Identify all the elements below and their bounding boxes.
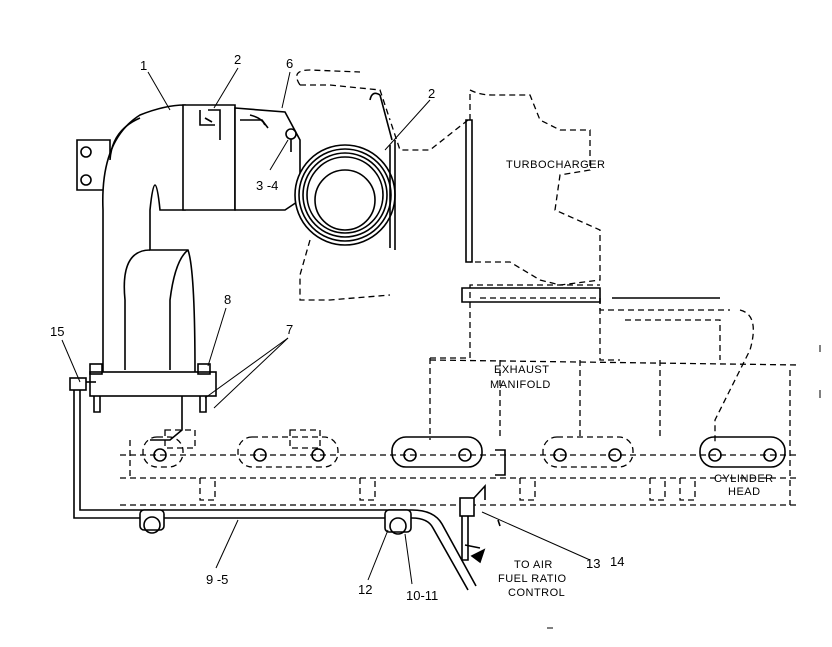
label-to-air: TO AIR	[514, 559, 553, 571]
callout-15: 15	[50, 324, 64, 339]
callout-2-clamp: 2	[428, 86, 435, 101]
tube-assembly	[69, 377, 506, 591]
callout-2-adapter: 2	[234, 52, 241, 67]
elbow-pipe	[76, 104, 196, 373]
drawing-marks	[547, 345, 821, 629]
callout-3-4: 3 -4	[256, 178, 278, 193]
leader-lines	[61, 67, 591, 585]
exhaust-port-flanges	[142, 429, 786, 468]
callout-8: 8	[224, 292, 231, 307]
callout-1: 1	[140, 58, 147, 73]
exhaust-manifold	[429, 284, 801, 445]
label-fuel-ratio: FUEL RATIO	[498, 573, 567, 585]
manifold-flange	[89, 363, 217, 441]
label-cylinder: CYLINDER	[714, 473, 774, 485]
callout-6: 6	[286, 56, 293, 71]
label-exhaust: EXHAUST	[494, 364, 549, 376]
label-head: HEAD	[728, 486, 761, 498]
callout-7: 7	[286, 322, 293, 337]
label-control: CONTROL	[508, 587, 565, 599]
callout-10-11: 10-11	[406, 588, 438, 603]
adapter-and-clamp	[182, 104, 301, 211]
turbine-inlet	[285, 92, 396, 250]
label-turbocharger: TURBOCHARGER	[506, 159, 606, 171]
callout-12: 12	[358, 582, 372, 597]
callout-13: 13	[586, 556, 600, 571]
label-manifold: MANIFOLD	[490, 379, 551, 391]
callout-14: 14	[610, 554, 624, 569]
callout-9-5: 9 -5	[206, 572, 228, 587]
turbocharger-housing	[296, 69, 601, 301]
